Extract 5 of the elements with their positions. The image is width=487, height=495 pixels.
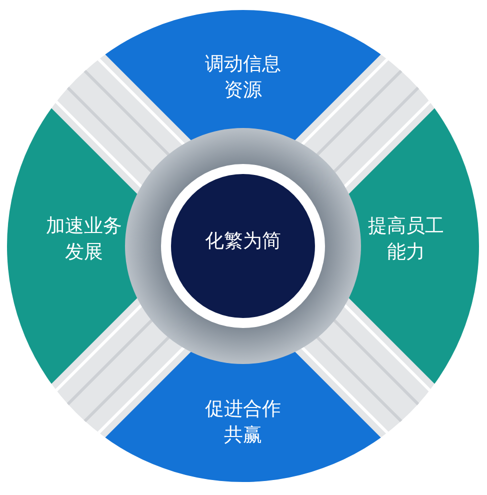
segment-label: 化繁为简 [204,229,282,254]
segment-label: 加速业务发展 [45,214,123,265]
segment-label: 促进合作共赢 [204,397,282,448]
segment-label: 提高员工能力 [367,214,445,265]
segment-label: 调动信息资源 [204,52,282,103]
